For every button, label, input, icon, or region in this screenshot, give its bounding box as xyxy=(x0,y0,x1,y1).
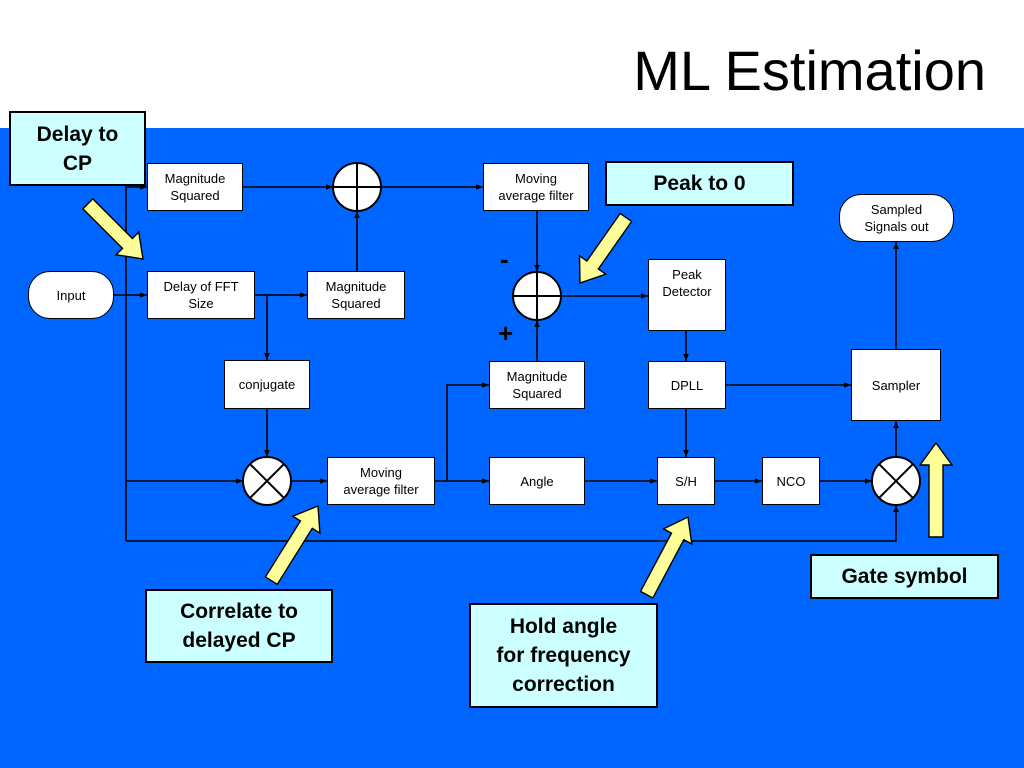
multiplier-icon xyxy=(871,456,921,506)
callout-delay-to-cp: Delay to CP xyxy=(9,111,146,186)
dpll-block: DPLL xyxy=(648,361,726,409)
wire-bus-bottom xyxy=(126,505,899,542)
pointer-arrow-delay xyxy=(81,197,144,260)
wire-movavg2-magsq3 xyxy=(446,382,489,481)
summing-junction-icon xyxy=(332,162,382,212)
callout-hold-angle: Hold angle for frequency correction xyxy=(469,603,658,708)
callout-correlate-to-delayed-cp: Correlate to delayed CP xyxy=(145,589,333,663)
pointer-arrow-correlate xyxy=(264,504,321,586)
callout-peak-to-zero: Peak to 0 xyxy=(605,161,794,206)
pointer-arrow-hold xyxy=(639,515,693,599)
wire-left-bus xyxy=(125,184,147,295)
delay-fft-size-block: Delay of FFT Size xyxy=(147,271,255,319)
sampled-signals-out-terminal: Sampled Signals out xyxy=(839,194,954,242)
magnitude-squared-block-bottom: Magnitude Squared xyxy=(489,361,585,409)
sampler-block: Sampler xyxy=(851,349,941,421)
pointer-arrow-peak xyxy=(578,212,633,284)
sample-hold-block: S/H xyxy=(657,457,715,505)
moving-average-filter-block-top: Moving average filter xyxy=(483,163,589,211)
magnitude-squared-block-top: Magnitude Squared xyxy=(147,163,243,211)
callout-gate-symbol: Gate symbol xyxy=(810,554,999,599)
minus-sign-label: - xyxy=(500,244,509,274)
moving-average-filter-block-bottom: Moving average filter xyxy=(327,457,435,505)
slide-title: ML Estimation xyxy=(633,39,986,102)
angle-block: Angle xyxy=(489,457,585,505)
pointer-arrow-gate xyxy=(918,441,954,538)
nco-block: NCO xyxy=(762,457,820,505)
input-terminal: Input xyxy=(28,271,114,319)
plus-sign-label: + xyxy=(498,318,514,348)
magnitude-squared-block-middle: Magnitude Squared xyxy=(307,271,405,319)
summing-junction-icon xyxy=(512,271,562,321)
peak-detector-block: Peak Detector xyxy=(648,259,726,331)
conjugate-block: conjugate xyxy=(224,360,310,409)
multiplier-icon xyxy=(242,456,292,506)
